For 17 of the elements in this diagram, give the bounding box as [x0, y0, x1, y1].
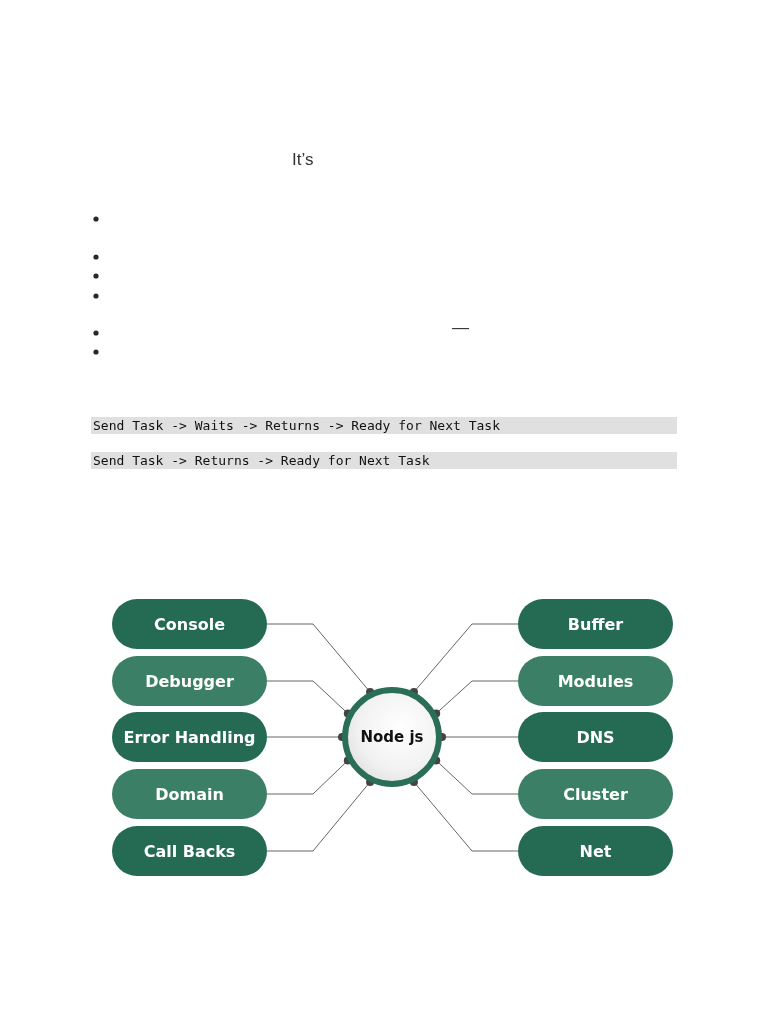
topic-pill: Domain [112, 769, 267, 819]
topic-pill: Error Handling [112, 712, 267, 762]
connector-line [266, 680, 352, 718]
center-circle: Node js [342, 687, 442, 787]
heading-text: It’s [292, 150, 314, 170]
connector-line [266, 756, 352, 795]
connector-line [432, 680, 519, 718]
topic-pill: Buffer [518, 599, 673, 649]
dash: — [452, 318, 469, 338]
topic-pill: Modules [518, 656, 673, 706]
topic-pill: Debugger [112, 656, 267, 706]
connector-line [432, 756, 519, 795]
topic-pill: Console [112, 599, 267, 649]
topic-pill: Call Backs [112, 826, 267, 876]
topic-pill: DNS [518, 712, 673, 762]
topic-pill: Net [518, 826, 673, 876]
topic-pill: Cluster [518, 769, 673, 819]
